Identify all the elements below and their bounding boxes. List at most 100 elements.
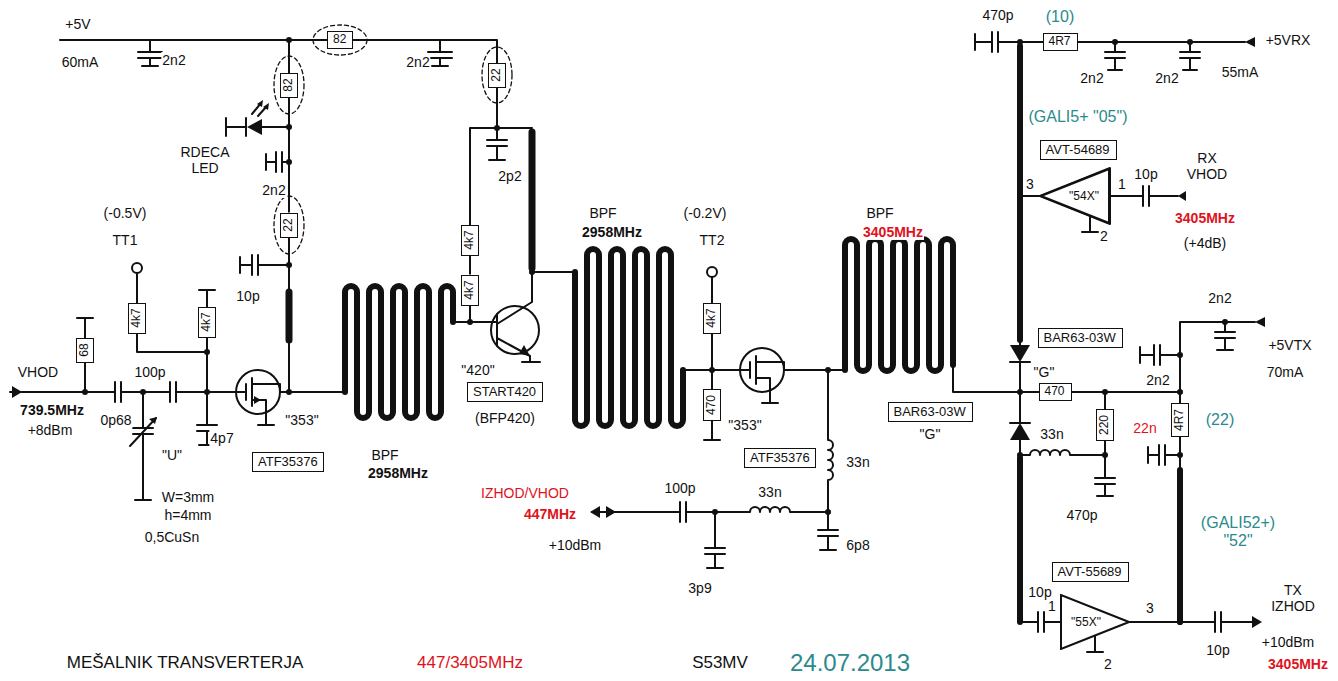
node-text: 4k7	[463, 230, 476, 249]
frequency-label: 3405MHz	[1174, 210, 1236, 226]
value-label: 2n2	[1079, 70, 1104, 86]
node-text: ATF35376	[258, 454, 318, 469]
resistor-symbol: 4k7	[461, 275, 479, 306]
title-text: MEŠALNIK TRANSVERTERJA	[66, 653, 305, 673]
value-label: 4p7	[209, 430, 234, 446]
alternative-value: (22)	[1205, 411, 1235, 429]
filter-label: BPF	[588, 205, 617, 221]
pin-number: 3	[1145, 600, 1155, 616]
node-text: "54X"	[1069, 189, 1099, 203]
current-label: 55mA	[1221, 64, 1260, 80]
wire-connector	[469, 256, 471, 275]
node-text: 220	[1098, 415, 1111, 435]
node-text: 470	[705, 395, 718, 415]
part-marking: "420"	[460, 362, 495, 378]
value-label: 2n2	[405, 54, 430, 70]
node-text: "55X"	[1071, 615, 1101, 629]
node-text: AVT-54689	[1046, 142, 1110, 157]
part-name-box: ATF35376	[744, 448, 816, 468]
resistor-symbol: 470	[703, 389, 721, 421]
amplifier-symbol: "54X"	[1040, 168, 1110, 224]
resistor-symbol: 4R7	[1043, 33, 1078, 51]
node-text: 470	[1045, 384, 1065, 398]
frequency-label: 3405MHz	[862, 224, 924, 240]
voltage-label: (-0.5V)	[103, 205, 148, 221]
value-label: 10p	[1205, 642, 1230, 658]
node-text: 22	[282, 218, 295, 231]
resistor-symbol: 82	[280, 73, 298, 98]
value-label: 470p	[981, 7, 1014, 23]
node-text: 22	[490, 68, 503, 81]
value-label: 100p	[133, 364, 166, 380]
part-name-box: ATF35376	[252, 452, 324, 472]
alternative-part: (GALI5+ "05")	[1028, 108, 1129, 126]
node-text: 4R7	[1049, 34, 1071, 48]
value-label: 22n	[1132, 420, 1157, 436]
level-label: +8dBm	[27, 422, 74, 438]
part-name-box: START420	[467, 382, 543, 402]
resistor-symbol: 22	[280, 213, 298, 238]
note-text: RDECA LED	[173, 144, 237, 176]
pin-number: 2	[1099, 228, 1109, 244]
gain-label: (+4dB)	[1183, 235, 1227, 251]
value-label: 2n2	[261, 182, 286, 198]
node-text: AVT-55689	[1058, 564, 1122, 579]
value-label: 2n2	[1207, 290, 1232, 306]
filter-label: BPF	[865, 205, 894, 221]
node-text: BAR63-03W	[1044, 330, 1116, 345]
amplifier-triangle	[1061, 595, 1129, 649]
part-name-box: AVT-55689	[1052, 562, 1129, 582]
net-label: +5VTX	[1267, 337, 1312, 353]
node-text: ATF35376	[750, 450, 810, 465]
frequency-label: 2958MHz	[367, 465, 429, 481]
value-label: 33n	[845, 454, 870, 470]
amplifier-triangle	[1041, 169, 1109, 223]
part-marking: "G"	[1033, 364, 1056, 380]
frequency-label: 447MHz	[523, 506, 577, 522]
resistor-symbol: 68	[76, 338, 94, 363]
node-text: 4k7	[705, 308, 718, 327]
signal-name: TX IZHOD	[1263, 582, 1323, 614]
pin-number: 2	[1103, 656, 1113, 672]
alternative-part: (GALI52+) "52"	[1189, 514, 1287, 551]
author-callsign: S53MV	[691, 653, 749, 673]
node-text: 4k7	[463, 280, 476, 299]
value-label: 10p	[235, 288, 260, 304]
node-text: START420	[473, 384, 536, 399]
frequency-label: 3405MHz	[1267, 656, 1329, 672]
level-label: +10dBm	[548, 537, 603, 553]
signal-name: RX VHOD	[1180, 150, 1234, 182]
value-label: 100p	[663, 480, 696, 496]
pin-number: 3	[1025, 176, 1035, 192]
resistor-symbol: 4k7	[703, 303, 721, 334]
part-marking: "U"	[161, 447, 183, 463]
signal-name: VHOD	[17, 364, 59, 380]
part-name: (BFP420)	[474, 410, 536, 426]
value-label: 6p8	[845, 537, 870, 553]
resistor-symbol: 4k7	[198, 307, 216, 338]
value-label: 0p68	[99, 412, 132, 428]
value-label: 2p2	[497, 168, 522, 184]
node-text: 4R7	[1173, 409, 1186, 431]
value-label: 33n	[1039, 426, 1064, 442]
part-marking: "G"	[919, 426, 942, 442]
material-label: 0,5CuSn	[144, 529, 200, 545]
resistor-symbol: 82	[327, 31, 353, 49]
pin-number: 1	[1117, 176, 1127, 192]
net-label: +5V	[64, 16, 91, 32]
date-text: 24.07.2013	[789, 649, 911, 677]
frequency-label: 447/3405MHz	[416, 653, 524, 673]
frequency-label: 2958MHz	[581, 224, 643, 240]
filter-label: BPF	[370, 447, 399, 463]
resistor-symbol: 470	[1039, 383, 1072, 401]
resistor-symbol: 22	[488, 63, 506, 88]
resistor-symbol: 4R7	[1171, 403, 1189, 437]
voltage-label: (-0.2V)	[683, 205, 728, 221]
node-text: 4k7	[200, 312, 213, 331]
dimension-label: W=3mm	[161, 489, 216, 505]
frequency-label: 739.5MHz	[19, 402, 85, 418]
dimension-label: h=4mm	[163, 507, 212, 523]
resistor-symbol: 4k7	[461, 225, 479, 256]
